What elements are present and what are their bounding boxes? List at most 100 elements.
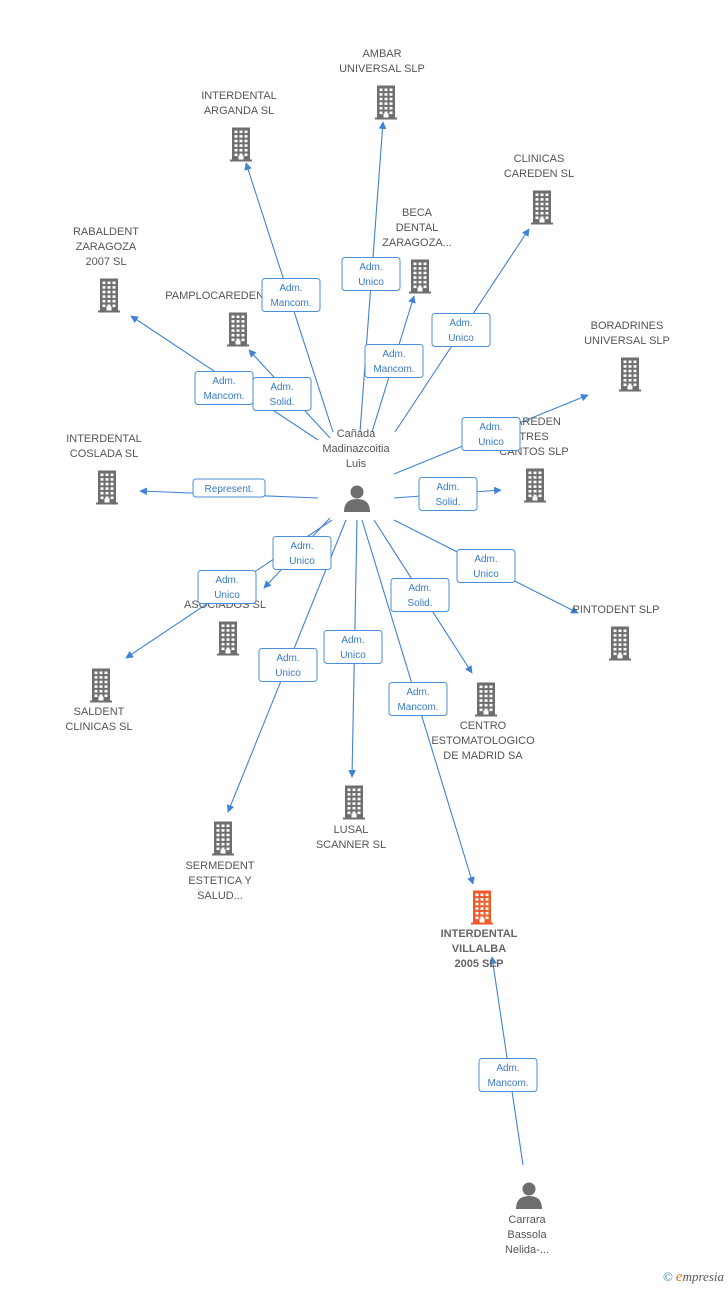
node-label-line: CENTRO [460, 720, 507, 732]
node-label-line: Madinazcoitia [322, 443, 390, 455]
relation-text: Unico [473, 569, 499, 580]
building-icon[interactable] [217, 621, 239, 656]
relation-text: Adm. [341, 635, 364, 646]
node-label-person-carrara[interactable]: CarraraBassolaNelida-... [505, 1214, 549, 1256]
node-label-ambar[interactable]: AMBAR UNIVERSAL SLP [339, 48, 425, 75]
node-label-line: PAMPLOCAREDENT [165, 290, 271, 302]
relation-text: Adm. [270, 382, 293, 393]
building-icon[interactable] [212, 821, 234, 856]
relation-text: Adm. [479, 422, 502, 433]
building-icon[interactable] [409, 259, 431, 294]
node-label-line: UNIVERSAL SLP [339, 63, 425, 75]
node-label-line: DE MADRID SA [443, 750, 523, 762]
relation-label-pamplocaredent[interactable]: Adm. Solid. [252, 377, 312, 411]
relation-text: Mancom. [203, 391, 244, 402]
building-icon[interactable] [524, 468, 546, 503]
node-label-line: CAREDEN [507, 416, 561, 428]
building-icon[interactable] [96, 470, 118, 505]
relation-text: Unico [289, 556, 315, 567]
node-label-beca-dental[interactable]: BECA DENTAL ZARAGOZA... [382, 207, 452, 249]
relation-label-rabaldent[interactable]: Adm.Mancom. [194, 371, 254, 405]
node-label-line: SCANNER SL [316, 839, 386, 851]
relation-box [252, 377, 312, 411]
node-label-line: ZARAGOZA... [382, 237, 452, 249]
relation-text: Adm. [408, 583, 431, 594]
relation-text: Unico [275, 668, 301, 679]
building-icon[interactable] [375, 85, 397, 120]
relation-text: Solid. [269, 397, 294, 408]
node-label-line: AMBAR [362, 48, 401, 60]
building-icon[interactable] [227, 312, 249, 347]
relation-box [261, 278, 321, 312]
building-icon[interactable] [98, 278, 120, 313]
building-icon[interactable] [90, 668, 112, 703]
person-icon[interactable] [516, 1182, 542, 1210]
node-label-line: Bassola [507, 1229, 547, 1241]
relation-box [323, 630, 383, 664]
building-icon[interactable] [619, 357, 641, 392]
relation-text: Unico [478, 437, 504, 448]
empresia-logo: ©empresia [663, 1269, 724, 1286]
relation-label-pintodent[interactable]: Adm. Unico [456, 549, 516, 583]
relation-text: Adm. [449, 318, 472, 329]
building-icon[interactable] [343, 785, 365, 820]
relation-label-interdental-arganda[interactable]: Adm.Mancom. [261, 278, 321, 312]
building-icon[interactable] [609, 626, 631, 661]
node-label-line: VILLALBA [452, 943, 506, 955]
node-label-line: ESTOMATOLOGICO [431, 735, 535, 747]
node-label-line: Nelida-... [505, 1244, 549, 1256]
relation-box [341, 257, 401, 291]
brand-e: e [675, 1269, 683, 1285]
node-label-centro-estomatologico[interactable]: CENTRO ESTOMATOLOGICO DE MADRID SA [431, 720, 535, 762]
relation-label-interdental-villalba[interactable]: Adm.Mancom. [388, 682, 448, 716]
relation-box [461, 417, 521, 451]
relation-text: Unico [448, 333, 474, 344]
node-label-line: Luis [346, 458, 367, 470]
relation-label-beca-dental[interactable]: Adm.Mancom. [364, 344, 424, 378]
relation-label-ambar[interactable]: Adm.Unico [341, 257, 401, 291]
node-label-line: LUSAL [334, 824, 369, 836]
relation-text: Adm. [474, 554, 497, 565]
building-icon[interactable] [531, 190, 553, 225]
relation-label-interdental-coslada[interactable]: Represent. [192, 478, 266, 498]
node-label-pintodent[interactable]: PINTODENT SLP [572, 604, 659, 616]
node-label-line: Carrara [508, 1214, 546, 1226]
relation-box [418, 477, 478, 511]
person-icon[interactable] [344, 485, 370, 513]
relation-label-lu-asociados[interactable]: Adm.Unico [272, 536, 332, 570]
node-label-lusal-scanner[interactable]: LUSAL SCANNER SL [316, 824, 386, 851]
node-label-line: DENTAL [396, 222, 439, 234]
relation-label-lusal-scanner[interactable]: Adm.Unico [323, 630, 383, 664]
node-label-line: CLINICAS [514, 153, 565, 165]
relation-label-centro-estomatologico[interactable]: Adm. Solid. [390, 578, 450, 612]
relation-label-sermedent[interactable]: Adm.Unico [258, 648, 318, 682]
relation-label-clinicas-careden[interactable]: Adm. Unico [431, 313, 491, 347]
building-icon[interactable] [230, 127, 252, 162]
relation-text: Solid. [407, 598, 432, 609]
relation-label-interdental-villalba[interactable]: Adm.Mancom. [478, 1058, 538, 1092]
node-label-line: BECA [402, 207, 433, 219]
relation-box [388, 682, 448, 716]
node-label-line: Cañada [337, 428, 376, 440]
relation-label-boradrines[interactable]: Adm. Unico [461, 417, 521, 451]
relation-label-careden-tres-cantos[interactable]: Adm.Solid. [418, 477, 478, 511]
relation-box [431, 313, 491, 347]
relation-text: Adm. [215, 575, 238, 586]
building-icon[interactable] [475, 682, 497, 717]
building-icon[interactable] [471, 890, 493, 925]
node-label-pamplocaredent[interactable]: PAMPLOCAREDENT [165, 290, 271, 302]
relation-label-saldent[interactable]: Adm.Unico [197, 570, 257, 604]
relation-box [390, 578, 450, 612]
node-label-line: ZARAGOZA [76, 241, 137, 253]
relation-text: Adm. [279, 283, 302, 294]
node-label-line: SERMEDENT [185, 860, 254, 872]
